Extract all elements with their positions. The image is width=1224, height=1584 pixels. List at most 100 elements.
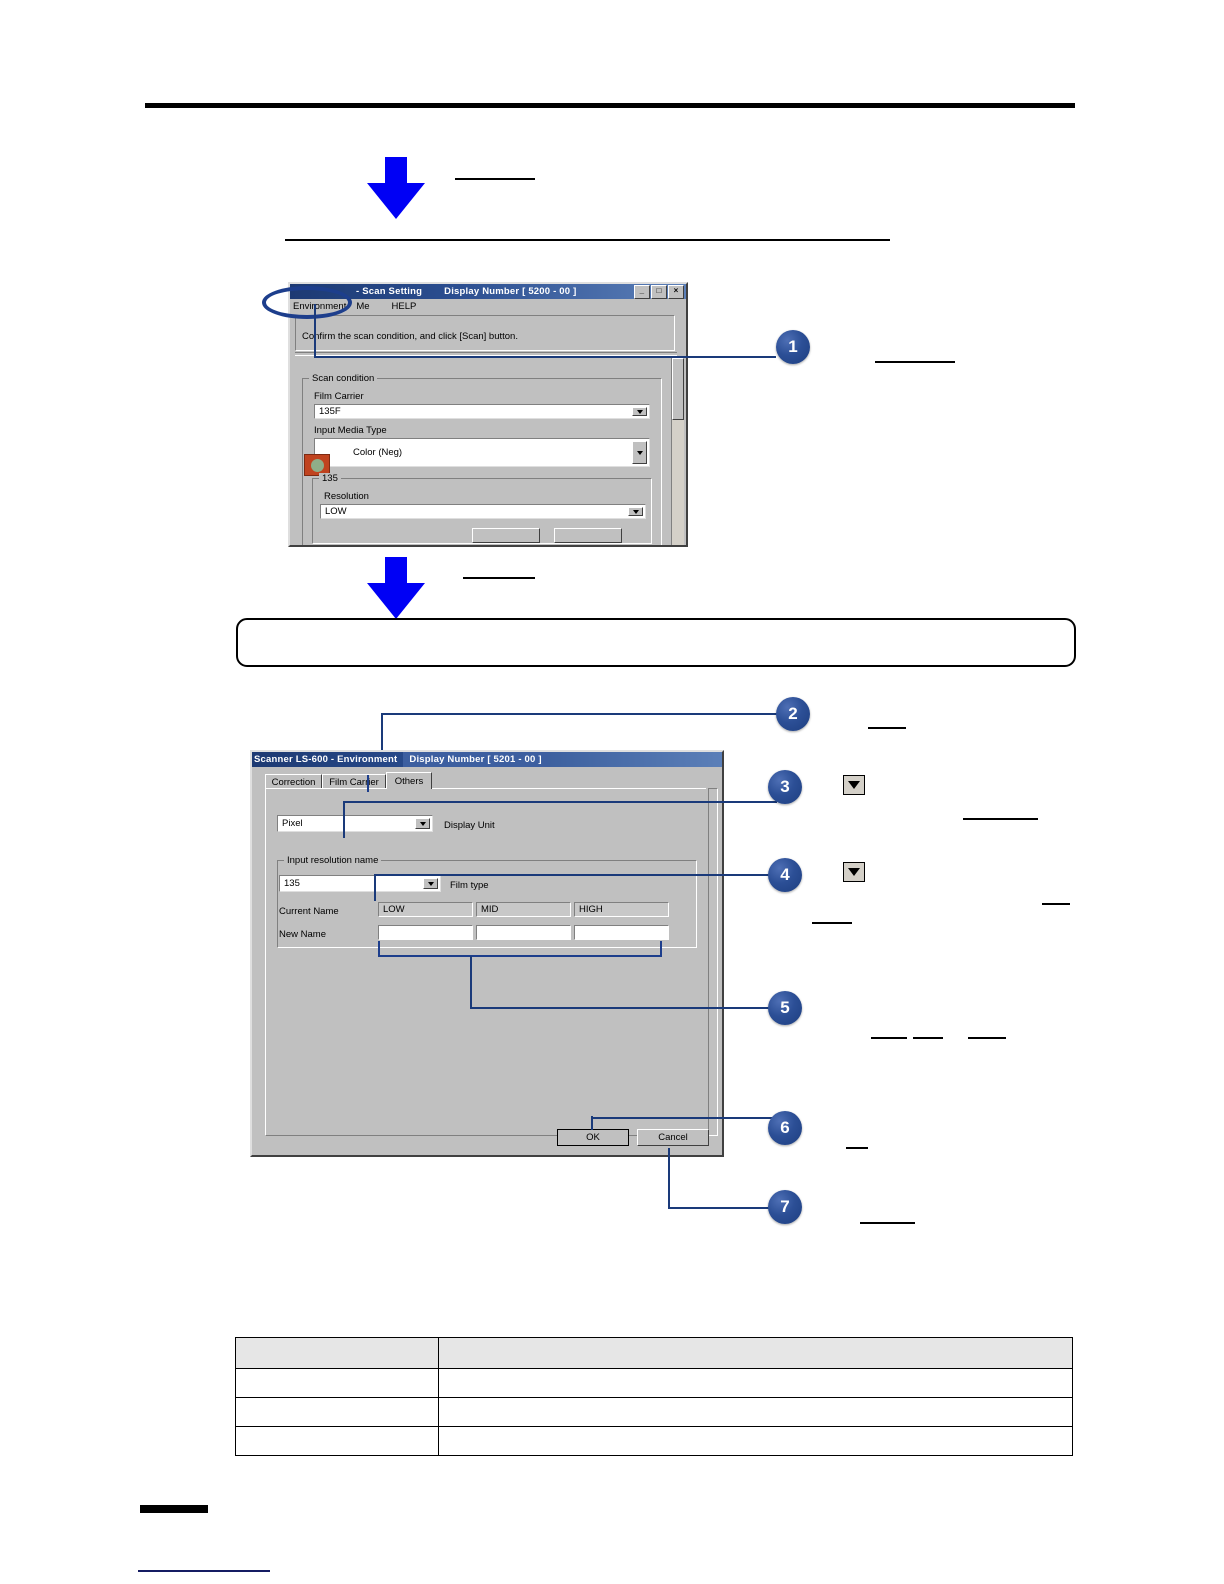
display-unit-label: Display Unit	[444, 820, 495, 831]
current-name-label: Current Name	[279, 906, 339, 917]
note-box	[236, 618, 1076, 667]
scan-setting-window[interactable]: - Scan Setting Display Number [ 5200 - 0…	[288, 282, 688, 547]
callout-7: 7	[768, 1190, 802, 1224]
scrollbar-track[interactable]	[708, 788, 718, 1136]
current-name-mid: MID	[476, 902, 571, 917]
callout-7-leader-horizontal	[668, 1207, 777, 1209]
scan-setting-display-number: Display Number [ 5200 - 00 ]	[444, 286, 577, 297]
table-cell	[438, 1397, 1073, 1427]
scrollbar-thumb[interactable]	[672, 358, 684, 420]
input-resolution-name-group-label: Input resolution name	[284, 855, 382, 866]
chevron-down-icon[interactable]	[632, 407, 647, 416]
scan-setting-separator	[295, 352, 677, 356]
callout-2-leader-vertical	[381, 714, 383, 762]
tab-correction[interactable]: Correction	[265, 774, 322, 789]
scan-setting-message: Confirm the scan condition, and click [S…	[302, 331, 518, 342]
cancel-button[interactable]: Cancel	[637, 1129, 709, 1146]
film-carrier-value: 135F	[319, 406, 341, 417]
flow-arrow-top-icon	[367, 157, 425, 219]
window-controls[interactable]: _ □ ×	[634, 284, 684, 299]
environment-titlebar: Scanner LS-600 - Environment Display Num…	[252, 752, 722, 767]
dropdown-glyph-4-icon	[843, 862, 865, 882]
input-media-type-value: Color (Neg)	[353, 447, 403, 458]
current-name-low: LOW	[378, 902, 473, 917]
scan-setting-titlebar: - Scan Setting Display Number [ 5200 - 0…	[290, 284, 686, 299]
ok-button[interactable]: OK	[557, 1129, 629, 1146]
highlight-new-name-row	[378, 941, 662, 957]
table-row	[235, 1397, 1073, 1427]
redact-callout-6-text	[846, 1147, 868, 1149]
others-tab-panel	[265, 788, 713, 1136]
chevron-down-icon[interactable]	[632, 441, 647, 464]
current-name-high: HIGH	[574, 902, 669, 917]
callout-1: 1	[776, 330, 810, 364]
callout-6: 6	[768, 1111, 802, 1145]
redact-callout-3-text	[963, 818, 1038, 820]
scan-condition-group: Scan condition	[302, 373, 662, 545]
table-header-cell-1	[235, 1337, 439, 1369]
redact-top-arrow-label	[455, 178, 535, 180]
film-type-value: 135	[284, 878, 300, 889]
chevron-down-icon[interactable]	[415, 818, 430, 829]
new-name-input-mid[interactable]	[476, 925, 571, 940]
menu-item-me[interactable]: Me	[356, 300, 370, 312]
maximize-icon[interactable]: □	[651, 284, 667, 299]
highlight-environment-menu	[262, 286, 352, 319]
callout-1-leader-horizontal	[316, 356, 776, 358]
callout-5: 5	[768, 991, 802, 1025]
table-header-row	[235, 1337, 1073, 1369]
redact-callout-4-text-b	[812, 922, 852, 924]
note-box-text	[236, 645, 1072, 663]
scan-setting-scrollbar[interactable]	[671, 358, 684, 545]
chevron-down-icon[interactable]	[628, 507, 643, 516]
callout-2: 2	[776, 697, 810, 731]
new-name-input-high[interactable]	[574, 925, 669, 940]
environment-display-number: Display Number [ 5201 - 00 ]	[403, 752, 548, 767]
close-icon[interactable]: ×	[668, 284, 684, 299]
resolution-combo[interactable]: LOW	[320, 504, 646, 519]
redact-callout-5-text-a	[871, 1037, 907, 1039]
scan-setting-button-b[interactable]	[554, 528, 622, 543]
environment-title: Scanner LS-600 - Environment	[254, 754, 398, 765]
minimize-icon[interactable]: _	[634, 284, 650, 299]
callout-4: 4	[768, 858, 802, 892]
input-media-type-combo[interactable]: Color (Neg)	[314, 438, 650, 467]
table-header-cell-2	[438, 1337, 1073, 1369]
callout-3: 3	[768, 770, 802, 804]
redact-callout-2-text	[868, 727, 906, 729]
page-header-rule	[145, 103, 1075, 108]
film-carrier-combo[interactable]: 135F	[314, 404, 650, 419]
display-unit-combo[interactable]: Pixel	[277, 815, 433, 832]
film-135-group: 135	[312, 473, 652, 544]
callout-3-leader-horizontal	[343, 801, 777, 803]
flow-arrow-middle-icon	[367, 557, 425, 619]
environment-tabstrip[interactable]: Correction Film Carrier Others	[265, 772, 713, 789]
redact-callout-4-text-a	[1042, 903, 1070, 905]
film-135-group-label: 135	[319, 473, 341, 484]
resolution-label: Resolution	[324, 491, 369, 502]
callout-5-leader-vertical	[470, 956, 472, 1008]
environment-scrollbar[interactable]	[706, 788, 719, 1136]
input-media-type-label: Input Media Type	[314, 425, 387, 436]
menu-item-help[interactable]: HELP	[391, 300, 417, 312]
new-name-input-low[interactable]	[378, 925, 473, 940]
chevron-down-icon[interactable]	[423, 878, 438, 889]
highlight-others-tab	[367, 775, 399, 792]
callout-1-leader-vertical	[314, 304, 316, 358]
table-row	[235, 1368, 1073, 1398]
film-type-combo[interactable]: 135	[279, 875, 441, 892]
resolution-value: LOW	[325, 506, 347, 517]
tab-film-carrier[interactable]: Film Carrier	[322, 774, 386, 789]
scan-setting-title: - Scan Setting	[356, 286, 423, 297]
table-cell	[438, 1368, 1073, 1398]
callout-6-leader-vertical	[591, 1116, 593, 1130]
table-cell	[235, 1426, 439, 1456]
film-type-label: Film type	[450, 880, 489, 891]
tab-others[interactable]: Others	[386, 772, 432, 789]
environment-window[interactable]: Scanner LS-600 - Environment Display Num…	[250, 750, 724, 1157]
redact-middle-arrow-label	[463, 577, 535, 579]
scan-condition-group-label: Scan condition	[309, 373, 378, 384]
page-footer-redaction-bar	[140, 1505, 208, 1513]
redact-callout-5-text-c	[968, 1037, 1006, 1039]
scan-setting-button-a[interactable]	[472, 528, 540, 543]
